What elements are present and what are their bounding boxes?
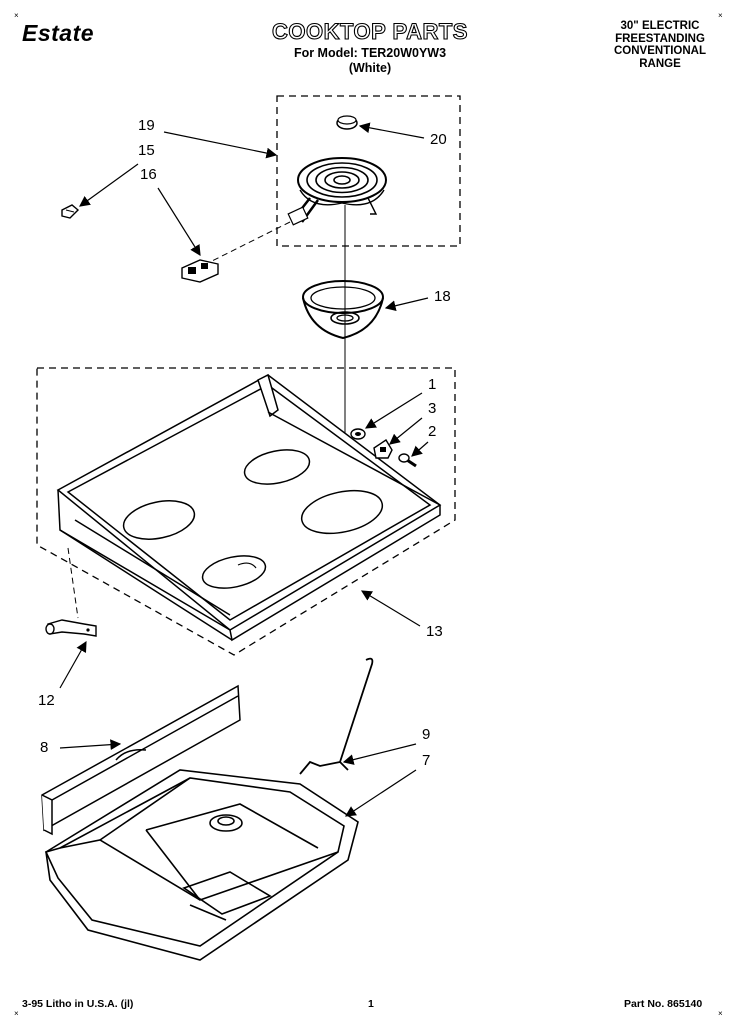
rear-panel-bracket [41, 684, 241, 836]
element-group-box [276, 95, 461, 247]
hinge-bracket [45, 619, 97, 637]
range-description: 30" ELECTRIC FREESTANDING CONVENTIONAL R… [590, 20, 730, 70]
callout-7: 7 [422, 752, 431, 769]
range-line-3: CONVENTIONAL [614, 45, 706, 57]
model-info: For Model: TER20W0YW3 (White) [230, 46, 510, 76]
terminal-block [181, 259, 219, 283]
svg-text:×: × [718, 11, 723, 20]
range-line-1: 30" ELECTRIC [620, 20, 700, 32]
callout-16: 16 [140, 166, 157, 183]
callout-13: 13 [426, 623, 443, 640]
callout-18: 18 [434, 288, 451, 305]
screw-part-2 [398, 453, 417, 468]
element-support-knob [336, 115, 358, 130]
brand-logo: Estate [22, 20, 95, 46]
range-line-4: RANGE [639, 57, 681, 70]
support-rod [299, 657, 374, 775]
callout-20: 20 [430, 131, 447, 148]
callout-2: 2 [428, 423, 437, 440]
drip-bowl [302, 280, 384, 340]
callout-1: 1 [428, 376, 437, 393]
cooktop-group-box [36, 367, 456, 656]
page-title: COOKTOP PARTS [271, 18, 468, 44]
callout-8: 8 [40, 739, 49, 756]
svg-text:×: × [14, 1009, 19, 1018]
callout-9: 9 [422, 726, 431, 743]
callout-3: 3 [428, 400, 437, 417]
callout-15: 15 [138, 142, 155, 159]
footer-page-number: 1 [368, 998, 374, 1010]
callout-leader-lines [59, 122, 429, 817]
color-line: (White) [348, 61, 392, 75]
footer-litho: 3-95 Litho in U.S.A. (jl) [22, 998, 134, 1010]
callout-19: 19 [138, 117, 155, 134]
svg-text:×: × [718, 1009, 723, 1018]
svg-text:×: × [14, 11, 19, 20]
footer-part-number: Part No. 865140 [624, 998, 703, 1010]
model-line: For Model: TER20W0YW3 [293, 46, 447, 60]
cooktop-panel [56, 373, 442, 642]
burner-box-pan [44, 769, 359, 961]
terminal-clip [61, 204, 80, 219]
callout-12: 12 [38, 692, 55, 709]
clip-part-3 [373, 439, 393, 459]
surface-element-coil [287, 157, 387, 226]
range-line-2: FREESTANDING [615, 32, 705, 45]
screw-part-1 [350, 428, 366, 440]
